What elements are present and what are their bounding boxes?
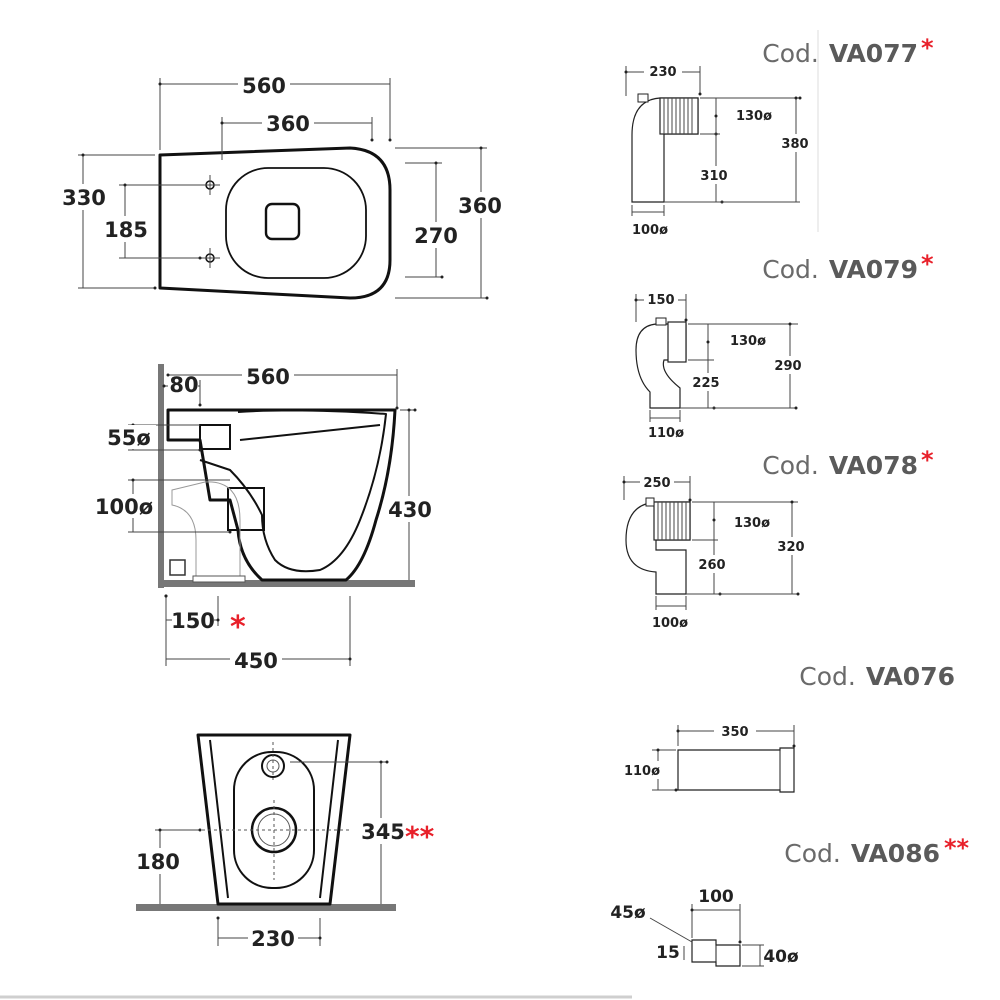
seat-outline <box>225 167 367 279</box>
front-base-width-dim: 230 <box>251 927 295 951</box>
va077-code-label: Cod. VA077 <box>762 39 918 68</box>
va077-mark: * <box>921 34 934 62</box>
front-outlet-max-height-mark: ** <box>405 820 435 853</box>
va077-overall-dim: 380 <box>781 137 808 152</box>
front-outlet-min-height-dim: 180 <box>136 850 180 874</box>
va078-code-label: Cod. VA078 <box>762 451 918 480</box>
side-outlet-dia-dim: 100ø <box>95 495 153 519</box>
top-fixing-spacing-dim: 185 <box>104 218 148 242</box>
va078-length-dim: 250 <box>643 476 670 491</box>
front-recess <box>233 751 315 889</box>
side-outlet-offset-mark: * <box>230 610 246 645</box>
front-outlet-max-height-dim: 345 <box>361 820 405 844</box>
va077-length-dim: 230 <box>649 65 676 80</box>
va076-pipe <box>677 747 795 793</box>
side-outlet-distance-dim: 450 <box>234 649 278 673</box>
side-outlet-offset-dim: 150 <box>171 609 215 633</box>
va078-inlet-dia-dim: 130ø <box>734 516 770 531</box>
accessory-va078: Cod. VA078 * 250 130ø 260 320 100ø <box>624 446 934 631</box>
front-floor <box>136 904 396 911</box>
va076-length-dim: 350 <box>721 725 748 740</box>
flush-button <box>264 202 301 241</box>
toilet-top-outline <box>158 146 392 300</box>
side-inlet-dia-dim: 55ø <box>107 426 151 450</box>
va086-inlet-dia-dim: 45ø <box>610 903 645 923</box>
floor <box>158 580 415 587</box>
wall-socket <box>169 559 186 576</box>
va078-mark: * <box>921 446 934 474</box>
va086-length-dim: 100 <box>698 887 734 907</box>
floor-flange <box>192 575 246 583</box>
va086-mark: ** <box>944 834 970 862</box>
va079-code-label: Cod. VA079 <box>762 255 918 284</box>
accessory-va086: Cod. VA086 ** 100 45ø 15 40ø <box>610 834 969 967</box>
top-width-dim: 560 <box>242 74 286 98</box>
va077-height-dim: 310 <box>700 169 727 184</box>
va076-code-label: Cod. VA076 <box>799 662 955 691</box>
top-depth-dim: 330 <box>62 186 106 210</box>
top-rear-depth-dim: 270 <box>414 224 458 248</box>
accessory-va079: Cod. VA079 * 150 130ø 225 290 110ø <box>636 250 934 441</box>
side-width-dim: 560 <box>246 365 290 389</box>
front-view: 180 345 ** 230 <box>136 733 435 952</box>
va079-length-dim: 150 <box>647 293 674 308</box>
side-height-dim: 430 <box>388 498 432 522</box>
top-view: 560 360 330 185 270 360 <box>62 72 504 298</box>
va077-outlet-dia-dim: 100ø <box>632 223 668 238</box>
va086-offset-dim: 15 <box>656 943 680 963</box>
top-overall-depth-dim: 360 <box>458 194 502 218</box>
side-section: 80 560 55ø 100ø 430 150 * 450 <box>94 363 434 673</box>
va078-height-dim: 260 <box>698 558 725 573</box>
toilet-side-outline <box>166 408 397 582</box>
va079-mark: * <box>921 250 934 278</box>
va079-height-dim: 225 <box>692 376 719 391</box>
va079-overall-dim: 290 <box>774 359 801 374</box>
accessory-va077: Cod. VA077 * 230 130ø 310 380 100ø <box>626 30 934 238</box>
side-top-offset-dim: 80 <box>169 373 198 397</box>
wall <box>158 364 164 588</box>
va079-outlet-dia-dim: 110ø <box>648 426 684 441</box>
va078-outlet-dia-dim: 100ø <box>652 616 688 631</box>
va079-inlet-dia-dim: 130ø <box>730 334 766 349</box>
va077-inlet-dia-dim: 130ø <box>736 109 772 124</box>
top-seat-width-dim: 360 <box>266 112 310 136</box>
va086-code-label: Cod. VA086 <box>784 839 940 868</box>
va076-dia-dim: 110ø <box>624 764 660 779</box>
va086-outlet-dia-dim: 40ø <box>763 947 798 967</box>
accessory-va076: Cod. VA076 350 110ø <box>622 662 955 792</box>
va078-overall-dim: 320 <box>777 540 804 555</box>
